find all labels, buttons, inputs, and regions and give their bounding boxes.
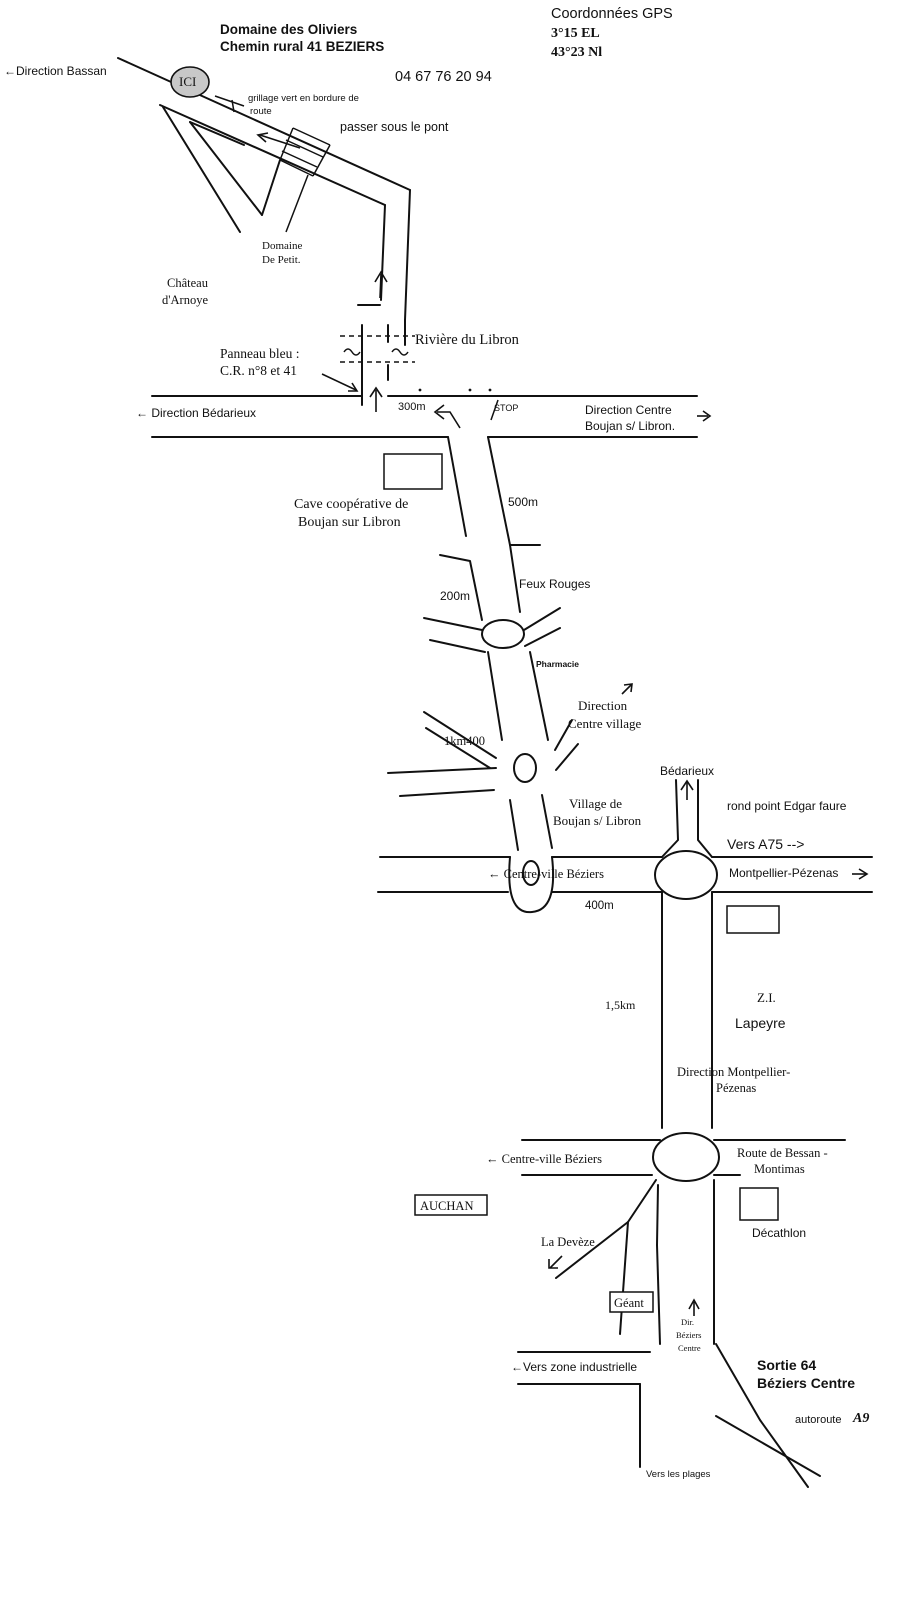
label-dir-montpellier-1: Direction Montpellier- bbox=[677, 1065, 790, 1079]
gps-title: Coordonnées GPS bbox=[551, 6, 673, 22]
label-a9: A9 bbox=[852, 1411, 869, 1426]
label-grillage-1: grillage vert en bordure de bbox=[248, 93, 359, 104]
geant-box bbox=[609, 1291, 654, 1313]
label-15km: 1,5km bbox=[605, 998, 636, 1012]
label-chateau-1: Château bbox=[167, 276, 209, 290]
label-montpellier-pezenas: Montpellier-Pézenas bbox=[729, 866, 838, 880]
label-sortie-2: Béziers Centre bbox=[757, 1375, 855, 1391]
domain-address: Chemin rural 41 BEZIERS bbox=[220, 39, 384, 54]
zi-box bbox=[726, 905, 780, 934]
road-beziers-south bbox=[517, 1132, 846, 1488]
label-500m: 500m bbox=[508, 495, 538, 509]
label-grillage-2: route bbox=[250, 106, 272, 117]
label-400m: 400m bbox=[585, 900, 614, 912]
label-autoroute: autoroute bbox=[795, 1414, 841, 1426]
label-dir-montpellier-2: Pézenas bbox=[716, 1081, 756, 1095]
gps-north: 43°23 Nl bbox=[551, 45, 602, 60]
label-geant: Géant bbox=[614, 1296, 644, 1310]
label-300m: 300m bbox=[398, 401, 426, 413]
label-vers-zone: ←Vers zone industrielle bbox=[511, 1360, 637, 1374]
label-chateau-2: d'Arnoye bbox=[162, 293, 208, 307]
label-dir-village-1: Direction bbox=[578, 698, 628, 713]
gps-east: 3°15 EL bbox=[551, 26, 600, 41]
header-labels: Domaine des Oliviers Chemin rural 41 BEZ… bbox=[220, 6, 673, 85]
label-stop: STOP bbox=[494, 403, 518, 413]
label-direction-centre-1: Direction Centre bbox=[585, 403, 672, 417]
label-centre-ville-2: ← Centre-ville Béziers bbox=[486, 1152, 602, 1166]
label-riviere: Rivière du Libron bbox=[415, 332, 520, 348]
label-panneau-2: C.R. n°8 et 41 bbox=[220, 363, 297, 378]
label-la-deveze: La Devèze bbox=[541, 1235, 595, 1249]
label-bedarieux: Bédarieux bbox=[660, 764, 714, 778]
label-domaine-petit-1: Domaine bbox=[262, 240, 302, 252]
label-200m: 200m bbox=[440, 589, 470, 603]
label-dir-beziers-2: Béziers bbox=[676, 1330, 702, 1340]
bridge-hatch bbox=[279, 127, 331, 177]
road-south-village bbox=[387, 436, 579, 851]
label-feux-rouges: Feux Rouges bbox=[519, 577, 590, 591]
label-rond-point: rond point Edgar faure bbox=[727, 799, 847, 813]
label-vers-plages: Vers les plages bbox=[646, 1469, 711, 1480]
here-marker bbox=[170, 66, 210, 98]
label-direction-centre-2: Boujan s/ Libron. bbox=[585, 419, 675, 433]
label-cave-2: Boujan sur Libron bbox=[298, 515, 401, 530]
label-1km400: 1km400 bbox=[444, 734, 485, 748]
label-zi-1: Z.I. bbox=[757, 990, 776, 1005]
auchan-box bbox=[414, 1194, 488, 1216]
label-auchan: AUCHAN bbox=[420, 1199, 473, 1213]
label-direction-bassan: ←Direction Bassan bbox=[4, 64, 107, 78]
top-road-network bbox=[117, 57, 411, 406]
label-route-bessan-2: Montimas bbox=[754, 1162, 805, 1176]
river-libron bbox=[340, 335, 415, 363]
label-panneau-1: Panneau bleu : bbox=[220, 346, 299, 361]
label-route-bessan-1: Route de Bessan - bbox=[737, 1146, 828, 1160]
label-dir-beziers-3: Centre bbox=[678, 1343, 701, 1353]
label-centre-ville-1: ← Centre-ville Béziers bbox=[488, 867, 604, 881]
cave-cooperative-box bbox=[383, 453, 443, 490]
label-passer-pont: passer sous le pont bbox=[340, 120, 449, 134]
label-pharmacie: Pharmacie bbox=[536, 659, 579, 669]
label-village-1: Village de bbox=[569, 796, 622, 811]
label-domaine-petit-2: De Petit. bbox=[262, 254, 301, 266]
label-cave-1: Cave coopérative de bbox=[294, 497, 408, 512]
road-bedarieux-boujan bbox=[151, 388, 698, 438]
label-dir-village-2: Centre village bbox=[568, 716, 642, 731]
label-direction-bedarieux: ← Direction Bédarieux bbox=[136, 406, 256, 420]
label-decathlon: Décathlon bbox=[752, 1226, 806, 1240]
map-labels: ←Direction Bassan ICI grillage vert en b… bbox=[4, 64, 869, 1480]
label-dir-beziers-1: Dir. bbox=[681, 1317, 694, 1327]
phone-number: 04 67 76 20 94 bbox=[395, 69, 492, 85]
label-village-2: Boujan s/ Libron bbox=[553, 813, 642, 828]
label-sortie-1: Sortie 64 bbox=[757, 1357, 816, 1373]
road-centre-ville bbox=[377, 779, 873, 1129]
label-vers-a75: Vers A75 --> bbox=[727, 836, 804, 852]
decathlon-box bbox=[739, 1187, 779, 1221]
label-zi-2: Lapeyre bbox=[735, 1015, 786, 1031]
label-ici: ICI bbox=[179, 74, 196, 89]
domain-name: Domaine des Oliviers bbox=[220, 22, 357, 37]
